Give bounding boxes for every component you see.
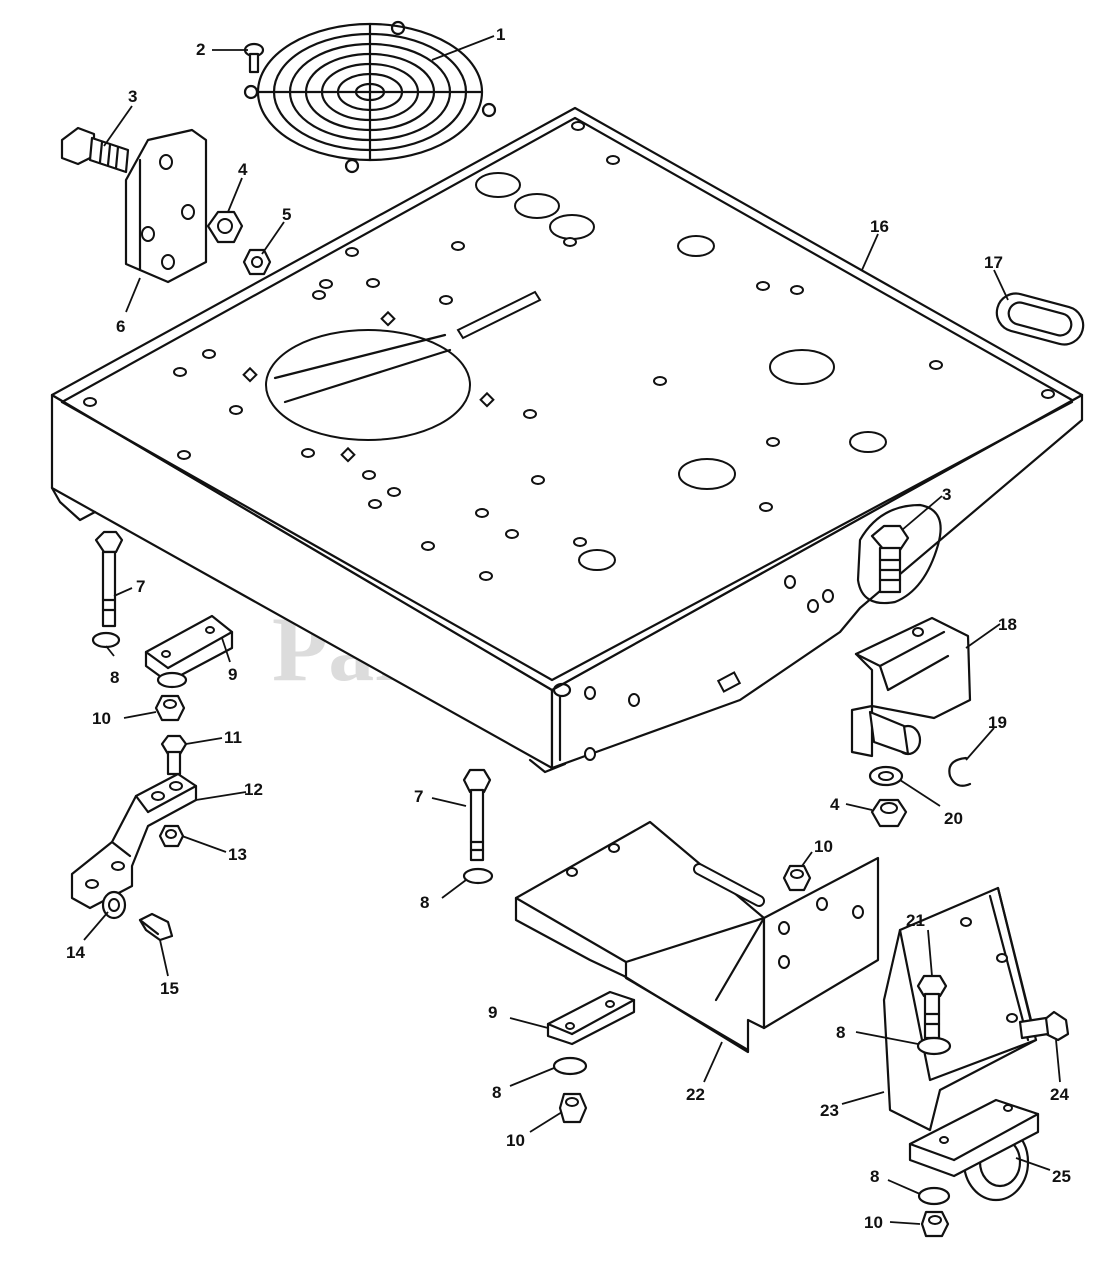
callout-11: 11 bbox=[224, 728, 242, 747]
part-4-nut-right[interactable] bbox=[870, 798, 908, 828]
part-3-bolt-top[interactable] bbox=[60, 126, 130, 174]
callout-14: 14 bbox=[66, 943, 85, 962]
callout-12: 12 bbox=[244, 780, 263, 799]
callout-7-left: 7 bbox=[136, 577, 145, 596]
part-5-nut[interactable] bbox=[242, 248, 272, 276]
callout-16: 16 bbox=[870, 217, 889, 236]
part-3-bolt-side[interactable] bbox=[870, 524, 910, 594]
part-8-washer-left[interactable] bbox=[91, 631, 121, 649]
part-16-main-plate[interactable] bbox=[50, 106, 1084, 774]
callout-21: 21 bbox=[906, 911, 925, 930]
part-10-nut-mount[interactable] bbox=[782, 864, 812, 892]
callout-10-wheel: 10 bbox=[864, 1213, 883, 1232]
callout-22: 22 bbox=[686, 1085, 705, 1104]
callout-5: 5 bbox=[282, 205, 291, 224]
part-4-nut-top[interactable] bbox=[206, 210, 244, 244]
part-8-washer-bottom[interactable] bbox=[552, 1056, 588, 1076]
callout-24: 24 bbox=[1050, 1085, 1069, 1104]
part-10-nut-wheel[interactable] bbox=[920, 1210, 950, 1238]
callout-10-mount: 10 bbox=[814, 837, 833, 856]
callout-6: 6 bbox=[116, 317, 125, 336]
part-15-bolt[interactable] bbox=[138, 912, 174, 942]
callout-10-left: 10 bbox=[92, 709, 111, 728]
callout-3-side: 3 bbox=[942, 485, 951, 504]
callout-15: 15 bbox=[160, 979, 179, 998]
part-9-bar-left[interactable] bbox=[144, 614, 234, 684]
part-7-bolt-left[interactable] bbox=[94, 530, 124, 628]
part-6-plate[interactable] bbox=[124, 128, 208, 284]
callout-2: 2 bbox=[196, 40, 205, 59]
part-12-bracket[interactable] bbox=[70, 772, 198, 910]
callout-8-wheel: 8 bbox=[870, 1167, 879, 1186]
part-17-grommet[interactable] bbox=[993, 289, 1088, 348]
callout-3-top: 3 bbox=[128, 87, 137, 106]
part-23-caster-bracket[interactable] bbox=[882, 886, 1038, 1132]
callout-25: 25 bbox=[1052, 1167, 1071, 1186]
callout-7-center: 7 bbox=[414, 787, 423, 806]
part-11-bolt[interactable] bbox=[160, 734, 188, 776]
part-10-nut-left[interactable] bbox=[154, 694, 186, 722]
callout-4-top: 4 bbox=[238, 160, 248, 179]
callout-23: 23 bbox=[820, 1101, 839, 1120]
part-14-washer[interactable] bbox=[101, 890, 127, 920]
callout-13: 13 bbox=[228, 845, 247, 864]
part-8-washer-bar[interactable] bbox=[156, 671, 188, 689]
part-22-mount[interactable] bbox=[514, 820, 880, 1054]
callout-20: 20 bbox=[944, 809, 963, 828]
part-21-bolt[interactable] bbox=[916, 974, 948, 1040]
part-25-caster-wheel[interactable] bbox=[908, 1098, 1040, 1202]
part-20-washer[interactable] bbox=[868, 765, 904, 787]
part-13-nut[interactable] bbox=[158, 824, 185, 848]
part-8-washer-center[interactable] bbox=[462, 867, 494, 885]
callout-10-bottom: 10 bbox=[506, 1131, 525, 1150]
part-7-bolt-center[interactable] bbox=[462, 768, 492, 862]
callout-9-left: 9 bbox=[228, 665, 237, 684]
part-9-bar-center[interactable] bbox=[546, 990, 636, 1046]
part-10-nut-bottom[interactable] bbox=[558, 1092, 588, 1124]
callout-17: 17 bbox=[984, 253, 1003, 272]
callout-4-right: 4 bbox=[830, 795, 840, 814]
callout-8-center: 8 bbox=[420, 893, 429, 912]
callout-9-center: 9 bbox=[488, 1003, 497, 1022]
part-24-bolt[interactable] bbox=[1018, 1010, 1070, 1042]
callout-labels: 1 2 3 4 5 6 16 17 3 7 8 9 10 11 12 13 14… bbox=[66, 25, 1071, 1232]
part-2-screw[interactable] bbox=[243, 42, 265, 74]
part-8-washer-caster[interactable] bbox=[916, 1036, 952, 1056]
leader-lines bbox=[83, 35, 1061, 1225]
callout-1: 1 bbox=[496, 25, 505, 44]
part-1-fan-guard[interactable] bbox=[243, 20, 497, 174]
part-8-washer-wheel[interactable] bbox=[917, 1186, 951, 1206]
callout-8-caster: 8 bbox=[836, 1023, 845, 1042]
callout-8-bottom: 8 bbox=[492, 1083, 501, 1102]
callout-19: 19 bbox=[988, 713, 1007, 732]
part-19-clip[interactable] bbox=[948, 756, 972, 787]
callout-8-left: 8 bbox=[110, 668, 119, 687]
callout-18: 18 bbox=[998, 615, 1017, 634]
part-18-bracket[interactable] bbox=[850, 616, 972, 758]
